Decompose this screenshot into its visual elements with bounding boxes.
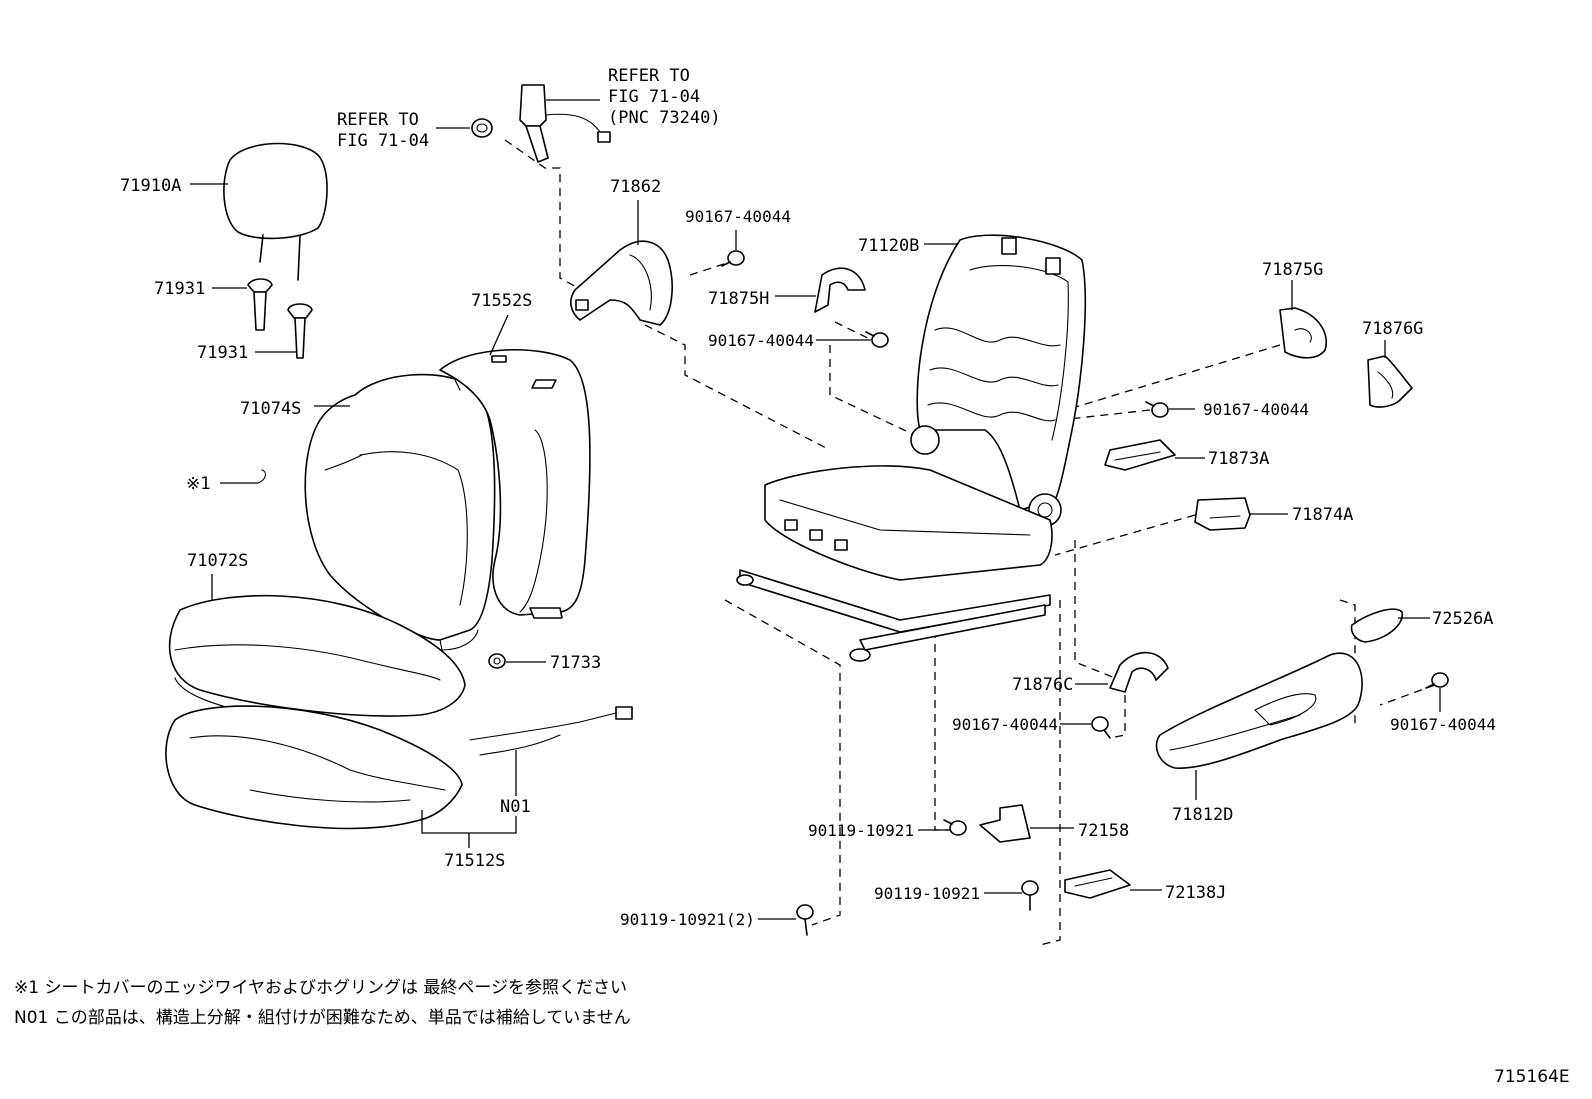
screw-c-illustration [1145, 401, 1195, 418]
label-N01: N01 [500, 797, 531, 817]
label-71512S: 71512S [444, 851, 505, 871]
label-71552S: 71552S [471, 291, 532, 311]
nut-illustration [436, 118, 493, 138]
headrest-illustration [190, 142, 328, 281]
label-71931-lower: 71931 [197, 343, 248, 363]
bracket-71862-illustration [570, 200, 673, 326]
label-71120B: 71120B [858, 236, 919, 256]
refer-seatbelt-line2: FIG 71-04 [608, 87, 700, 107]
cushion-pad-illustration [165, 705, 517, 848]
label-71074S: 71074S [240, 399, 301, 419]
screw-d-illustration [1060, 716, 1111, 739]
headrest-support-illustration [212, 278, 313, 359]
shield-71812D-illustration [1155, 652, 1363, 800]
label-note1-mark: ※1 [186, 474, 210, 494]
label-71812D: 71812D [1172, 805, 1233, 825]
seat-frame-illustration [736, 234, 1087, 662]
label-90167-lower-right: 90167-40044 [1390, 715, 1496, 734]
screw-e-illustration [1425, 672, 1449, 712]
label-90119-lower: 90119-10921(2) [620, 910, 755, 929]
label-90119-upper: 90119-10921 [808, 821, 914, 840]
footnotes: ※1 シートカバーのエッジワイヤおよびホグリングは 最終ページを参照ください N… [14, 978, 1570, 1087]
refer-nut-line2: FIG 71-04 [337, 131, 429, 151]
refer-nut-line1: REFER TO [337, 110, 419, 130]
cover-71874A-illustration [1194, 497, 1288, 531]
label-90167-middle: 90167-40044 [708, 331, 814, 350]
cushion-cover-illustration [168, 574, 466, 717]
part-labels: REFER TO FIG 71-04 (PNC 73240) REFER TO … [120, 66, 1496, 929]
bolt-a-illustration [918, 819, 967, 836]
label-90119-middle: 90119-10921 [874, 884, 980, 903]
label-71862: 71862 [610, 177, 661, 197]
label-71874A: 71874A [1292, 505, 1353, 525]
knob-72526A-illustration [1350, 608, 1430, 643]
note-hook-illustration [220, 469, 267, 484]
label-90167-lower-left: 90167-40044 [952, 715, 1058, 734]
label-90167-right: 90167-40044 [1203, 400, 1309, 419]
label-71910A: 71910A [120, 176, 181, 196]
back-pad-illustration [439, 314, 591, 619]
footnote-2: N01 この部品は、構造上分解・組付けが困難なため、単品では補給していません [14, 1008, 631, 1028]
label-71931-upper: 71931 [154, 279, 205, 299]
label-90167-upper: 90167-40044 [685, 207, 791, 226]
seatbelt-buckle-illustration [519, 84, 611, 163]
label-72158: 72158 [1078, 821, 1129, 841]
label-72526A: 72526A [1432, 609, 1493, 629]
bolt-c-illustration [758, 904, 814, 936]
cover-71876C-illustration [1075, 651, 1169, 693]
label-72138J: 72138J [1165, 883, 1226, 903]
footnote-1: ※1 シートカバーのエッジワイヤおよびホグリングは 最終ページを参照ください [14, 978, 627, 998]
refer-seatbelt-line1: REFER TO [608, 66, 690, 86]
bracket-72158-illustration [979, 804, 1074, 843]
screw-b-illustration [816, 331, 889, 348]
cover-71876G-illustration [1367, 340, 1413, 408]
label-71072S: 71072S [187, 551, 248, 571]
clip-71733-illustration [488, 653, 546, 669]
label-71733: 71733 [550, 653, 601, 673]
label-71873A: 71873A [1208, 449, 1269, 469]
figure-code: 715164E [1494, 1067, 1570, 1087]
label-71876C: 71876C [1012, 675, 1073, 695]
wire-harness-illustration [469, 706, 633, 796]
cover-72138J-illustration [1064, 869, 1162, 899]
label-71875G: 71875G [1262, 260, 1323, 280]
label-71876G: 71876G [1362, 319, 1423, 339]
screw-a-illustration [721, 230, 745, 267]
bolt-b-illustration [984, 880, 1039, 911]
refer-seatbelt-line3: (PNC 73240) [608, 108, 721, 128]
cover-71875G-illustration [1279, 280, 1327, 359]
bracket-71875H-illustration [775, 267, 866, 313]
label-71875H: 71875H [708, 289, 769, 309]
cover-71873A-illustration [1104, 439, 1205, 471]
